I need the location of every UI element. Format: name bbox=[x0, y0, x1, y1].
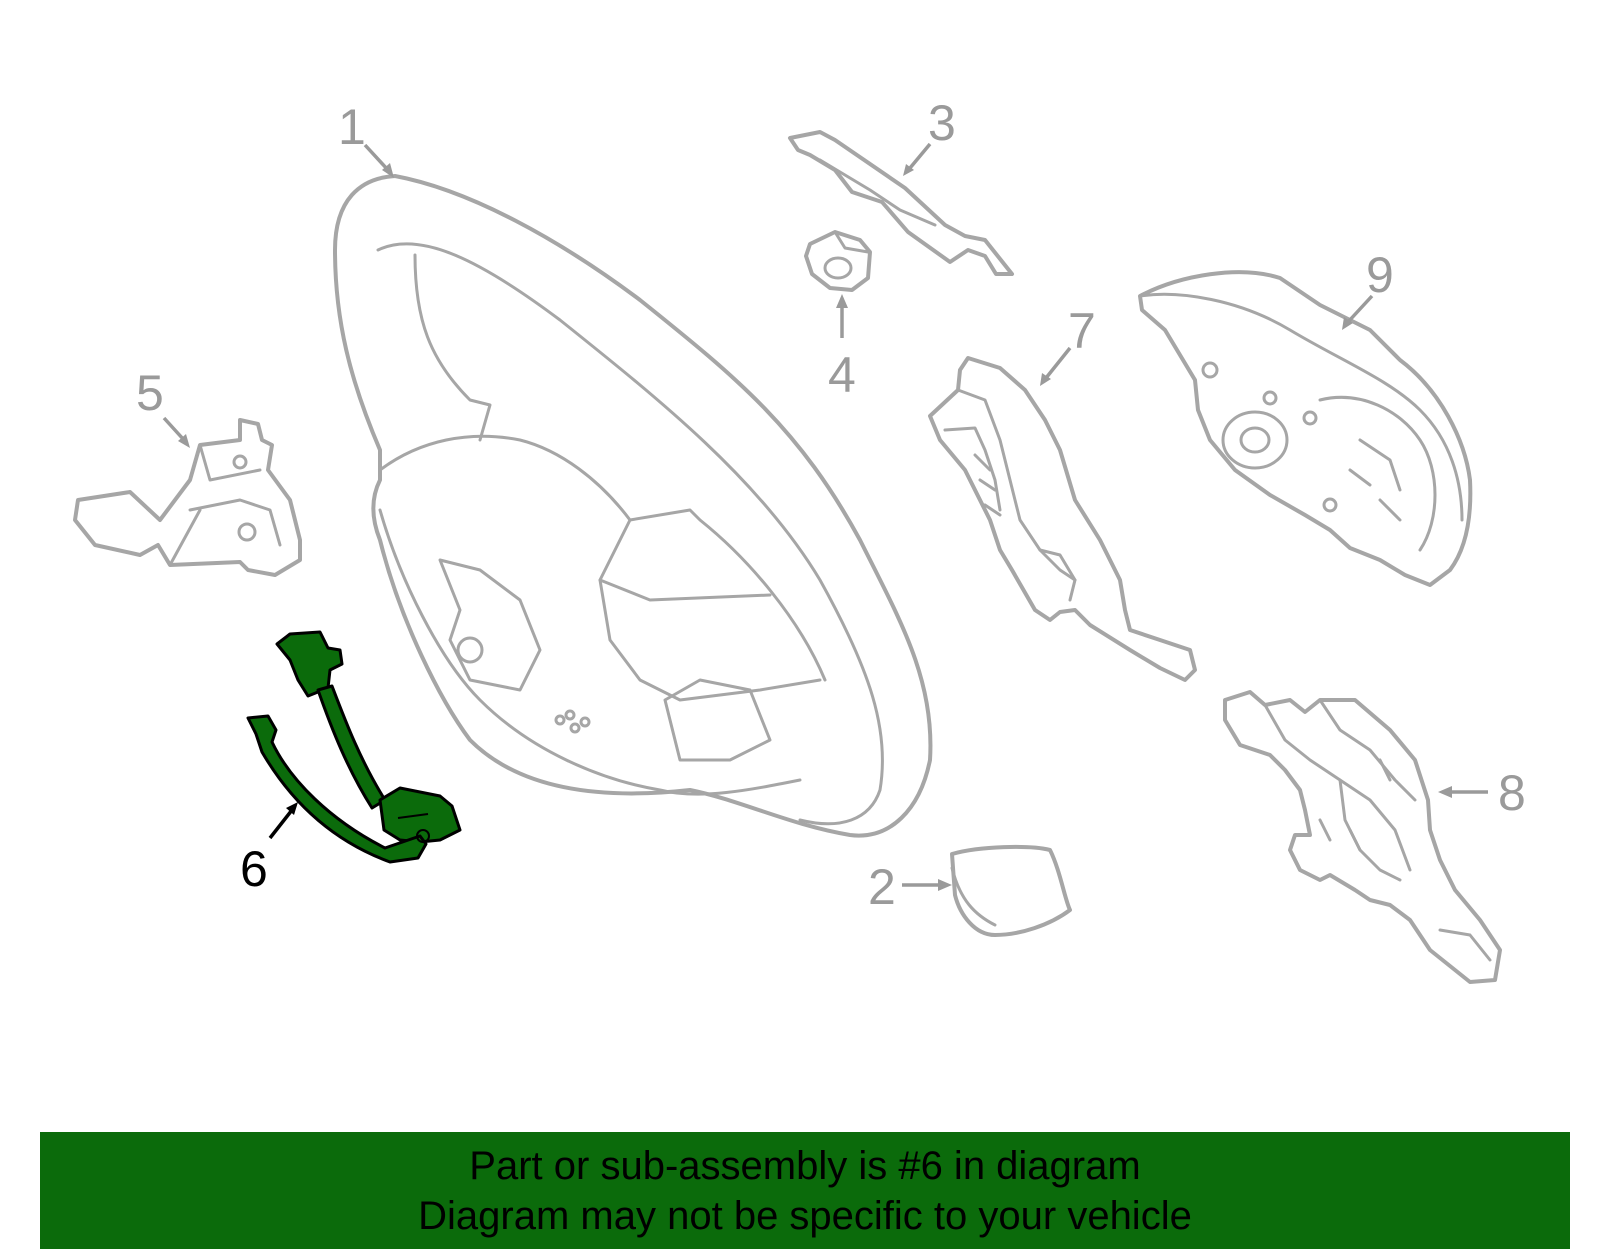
callout-label-1: 1 bbox=[338, 99, 366, 155]
banner-line-1: Part or sub-assembly is #6 in diagram bbox=[469, 1143, 1141, 1188]
callout-label-8: 8 bbox=[1498, 765, 1526, 821]
callout-5: 5 bbox=[136, 365, 190, 448]
callout-8: 8 bbox=[1438, 765, 1526, 821]
cover-part[interactable] bbox=[950, 844, 1072, 937]
callout-4: 4 bbox=[828, 294, 856, 403]
callout-6: 6 bbox=[240, 802, 298, 897]
callout-3: 3 bbox=[903, 95, 956, 176]
air-bag-module-part[interactable] bbox=[1138, 270, 1473, 587]
callout-9: 9 bbox=[1342, 247, 1394, 330]
nut-part[interactable] bbox=[804, 230, 872, 292]
callout-label-4: 4 bbox=[828, 347, 856, 403]
wire-harness-part[interactable] bbox=[246, 630, 462, 864]
switch-part[interactable] bbox=[73, 418, 302, 577]
trim-panel-part[interactable] bbox=[788, 130, 1014, 276]
callout-label-9: 9 bbox=[1366, 247, 1394, 303]
callout-label-7: 7 bbox=[1068, 303, 1096, 359]
info-banner: Part or sub-assembly is #6 in diagram Di… bbox=[40, 1132, 1570, 1249]
steering-wheel-part[interactable] bbox=[333, 174, 933, 838]
callout-label-2: 2 bbox=[868, 859, 896, 915]
callout-label-5: 5 bbox=[136, 365, 164, 421]
banner-line-2: Diagram may not be specific to your vehi… bbox=[418, 1193, 1192, 1238]
switch-bezel-8-part[interactable] bbox=[1223, 690, 1502, 984]
callout-label-6: 6 bbox=[240, 841, 268, 897]
callout-7: 7 bbox=[1040, 303, 1096, 386]
callout-1: 1 bbox=[338, 99, 394, 178]
callout-2: 2 bbox=[868, 859, 952, 915]
switch-bezel-7-part[interactable] bbox=[928, 356, 1197, 682]
callout-label-3: 3 bbox=[928, 95, 956, 151]
